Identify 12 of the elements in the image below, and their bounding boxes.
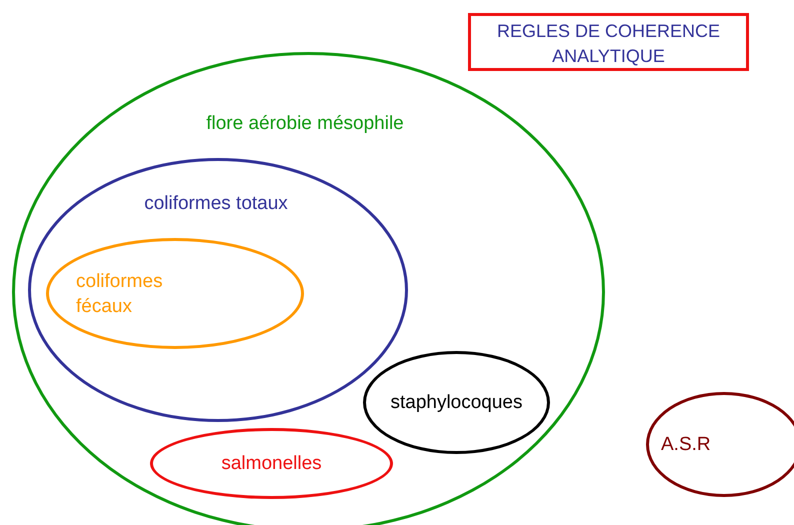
group-label: coliformes totaux <box>143 192 289 216</box>
group-label: A.S.R <box>661 433 712 457</box>
group-label: flore aérobie mésophile <box>205 112 405 136</box>
heading-text: REGLES DE COHERENCE ANALYTIQUE <box>496 20 722 68</box>
heading-box <box>468 13 749 71</box>
group-ellipse <box>363 351 550 454</box>
group-ellipse <box>150 428 393 499</box>
group-label: coliformes fécaux <box>76 270 164 319</box>
group-ellipse <box>646 392 794 497</box>
group-label: salmonelles <box>220 452 323 476</box>
group-label: staphylocoques <box>389 391 524 415</box>
group-ellipse <box>46 238 304 349</box>
